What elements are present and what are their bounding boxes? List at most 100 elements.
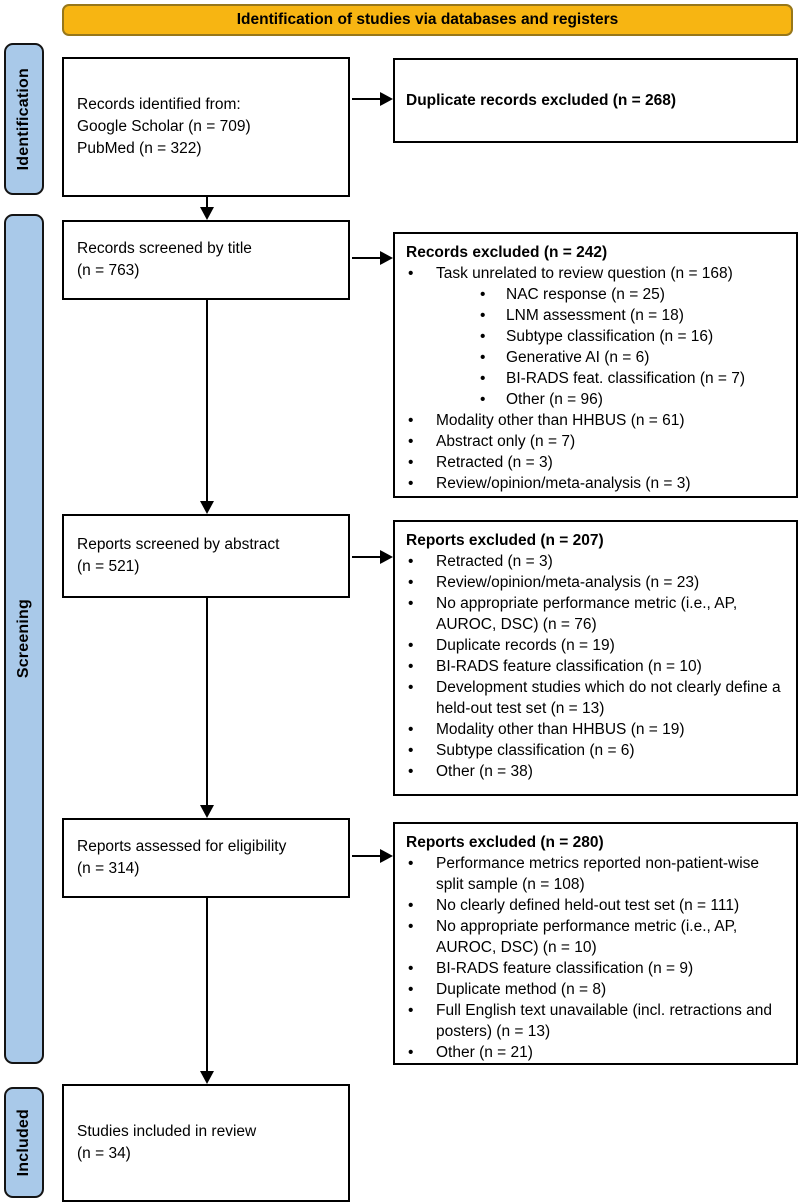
stage-screening-label: Screening <box>15 599 32 679</box>
flow-box-line: (n = 314) <box>77 860 140 877</box>
exclusion-box-duplicates: Duplicate records excluded (n = 268) <box>393 58 798 143</box>
exclusion-item-text: LNM assessment (n = 18) <box>506 307 684 324</box>
down-arrow-icon <box>200 207 214 220</box>
exclusion-item-text: Modality other than HHBUS (n = 19) <box>436 721 685 738</box>
exclusion-item: •Performance metrics reported non-patien… <box>406 853 787 895</box>
connector-line <box>206 300 208 503</box>
stage-included: Included <box>4 1087 44 1198</box>
connector-line <box>206 598 208 807</box>
right-arrow-icon <box>380 92 393 106</box>
exclusion-item: •Review/opinion/meta-analysis (n = 23) <box>406 572 787 593</box>
connector-line <box>206 197 208 209</box>
stage-included-label: Included <box>15 1108 32 1177</box>
exclusion-item-text: BI-RADS feature classification (n = 9) <box>436 960 694 977</box>
flow-box-line: Studies included in review <box>77 1123 257 1140</box>
exclusion-box-title: Records excluded (n = 242) <box>406 244 608 261</box>
exclusion-item-text: Other (n = 21) <box>436 1044 533 1061</box>
exclusion-item-text: NAC response (n = 25) <box>506 286 665 303</box>
bullet-marker: • <box>480 391 486 408</box>
exclusion-box-title: Duplicate records excluded (n = 268) <box>406 92 677 109</box>
exclusion-item-text: Modality other than HHBUS (n = 61) <box>436 412 685 429</box>
exclusion-item: •Development studies which do not clearl… <box>406 677 787 719</box>
exclusion-item: •Other (n = 96) <box>406 389 787 410</box>
bullet-marker: • <box>408 855 414 872</box>
exclusion-item-text: Subtype classification (n = 6) <box>436 742 635 759</box>
flow-box-reports-screened-abstract: Reports screened by abstract (n = 521) <box>62 514 350 598</box>
exclusion-item: •Generative AI (n = 6) <box>406 347 787 368</box>
flow-box-line: Reports screened by abstract <box>77 536 280 553</box>
bullet-marker: • <box>408 960 414 977</box>
exclusion-item: •Duplicate method (n = 8) <box>406 979 787 1000</box>
down-arrow-icon <box>200 805 214 818</box>
exclusion-item-text: BI-RADS feat. classification (n = 7) <box>506 370 746 387</box>
exclusion-box-title: Reports excluded (n = 280) <box>406 834 604 851</box>
bullet-marker: • <box>408 763 414 780</box>
down-arrow-icon <box>200 501 214 514</box>
connector-line <box>352 257 382 259</box>
flow-box-line: Records identified from: <box>77 96 241 113</box>
bullet-marker: • <box>408 637 414 654</box>
flow-box-line: (n = 34) <box>77 1145 131 1162</box>
exclusion-item: • Other (n = 38) <box>406 761 787 782</box>
down-arrow-icon <box>200 1071 214 1084</box>
exclusion-item-text: Abstract only (n = 7) <box>436 433 576 450</box>
right-arrow-icon <box>380 251 393 265</box>
stage-identification-label: Identification <box>15 67 32 171</box>
exclusion-item: • Abstract only (n = 7) <box>406 431 787 452</box>
flow-box-reports-assessed-eligibility: Reports assessed for eligibility (n = 31… <box>62 818 350 898</box>
right-arrow-icon <box>380 849 393 863</box>
exclusion-item: • BI-RADS feature classification (n = 9) <box>406 958 787 979</box>
exclusion-item: • Retracted (n = 3) <box>406 452 787 473</box>
flow-box-records-screened-title: Records screened by title (n = 763) <box>62 220 350 300</box>
connector-line <box>352 556 382 558</box>
banner-title: Identification of studies via databases … <box>236 11 619 28</box>
flow-box-line: Reports assessed for eligibility <box>77 838 287 855</box>
exclusion-item-text: Review/opinion/meta-analysis (n = 23) <box>436 574 700 591</box>
flow-box-line: PubMed (n = 322) <box>77 140 202 157</box>
exclusion-item-text: BI-RADS feature classification (n = 10) <box>436 658 702 675</box>
exclusion-item-text: Full English text unavailable (incl. ret… <box>436 1002 773 1040</box>
flow-box-line: (n = 763) <box>77 262 140 279</box>
exclusion-box-records-excluded: Records excluded (n = 242) •Task unrelat… <box>393 232 798 498</box>
exclusion-item-text: Task unrelated to review question (n = 1… <box>436 265 733 282</box>
bullet-marker: • <box>408 454 414 471</box>
exclusion-item: • Modality other than HHBUS (n = 61) <box>406 410 787 431</box>
bullet-marker: • <box>480 328 486 345</box>
exclusion-item-text: No appropriate performance metric (i.e.,… <box>436 595 738 633</box>
exclusion-item: •BI-RADS feat. classification (n = 7) <box>406 368 787 389</box>
exclusion-item-text: No clearly defined held-out test set (n … <box>436 897 740 914</box>
flow-box-studies-included: Studies included in review (n = 34) <box>62 1084 350 1202</box>
bullet-marker: • <box>408 553 414 570</box>
exclusion-item: •NAC response (n = 25) <box>406 284 787 305</box>
exclusion-item: • Subtype classification (n = 6) <box>406 740 787 761</box>
exclusion-item-text: No appropriate performance metric (i.e.,… <box>436 918 738 956</box>
bullet-marker: • <box>480 307 486 324</box>
connector-line <box>352 98 382 100</box>
exclusion-item: • LNM assessment (n = 18) <box>406 305 787 326</box>
exclusion-item-text: Retracted (n = 3) <box>436 553 553 570</box>
bullet-marker: • <box>408 981 414 998</box>
exclusion-item: • BI-RADS feature classification (n = 10) <box>406 656 787 677</box>
bullet-marker: • <box>408 742 414 759</box>
stage-screening: Screening <box>4 214 44 1064</box>
exclusion-item-text: Retracted (n = 3) <box>436 454 553 471</box>
exclusion-item-text: Development studies which do not clearly… <box>436 679 781 717</box>
exclusion-item-text: Other (n = 38) <box>436 763 533 780</box>
flow-box-line: Google Scholar (n = 709) <box>77 118 251 135</box>
right-arrow-icon <box>380 550 393 564</box>
bullet-marker: • <box>408 595 414 612</box>
exclusion-item: •Subtype classification (n = 16) <box>406 326 787 347</box>
bullet-marker: • <box>408 721 414 738</box>
bullet-marker: • <box>408 433 414 450</box>
exclusion-item-text: Generative AI (n = 6) <box>506 349 650 366</box>
bullet-marker: • <box>408 658 414 675</box>
bullet-marker: • <box>408 897 414 914</box>
exclusion-item: •Task unrelated to review question (n = … <box>406 263 787 284</box>
exclusion-item: • No appropriate performance metric (i.e.… <box>406 593 787 635</box>
bullet-marker: • <box>408 918 414 935</box>
exclusion-item: • Full English text unavailable (incl. re… <box>406 1000 787 1042</box>
bullet-marker: • <box>408 412 414 429</box>
bullet-marker: • <box>408 1002 414 1019</box>
exclusion-item: • Retracted (n = 3) <box>406 551 787 572</box>
